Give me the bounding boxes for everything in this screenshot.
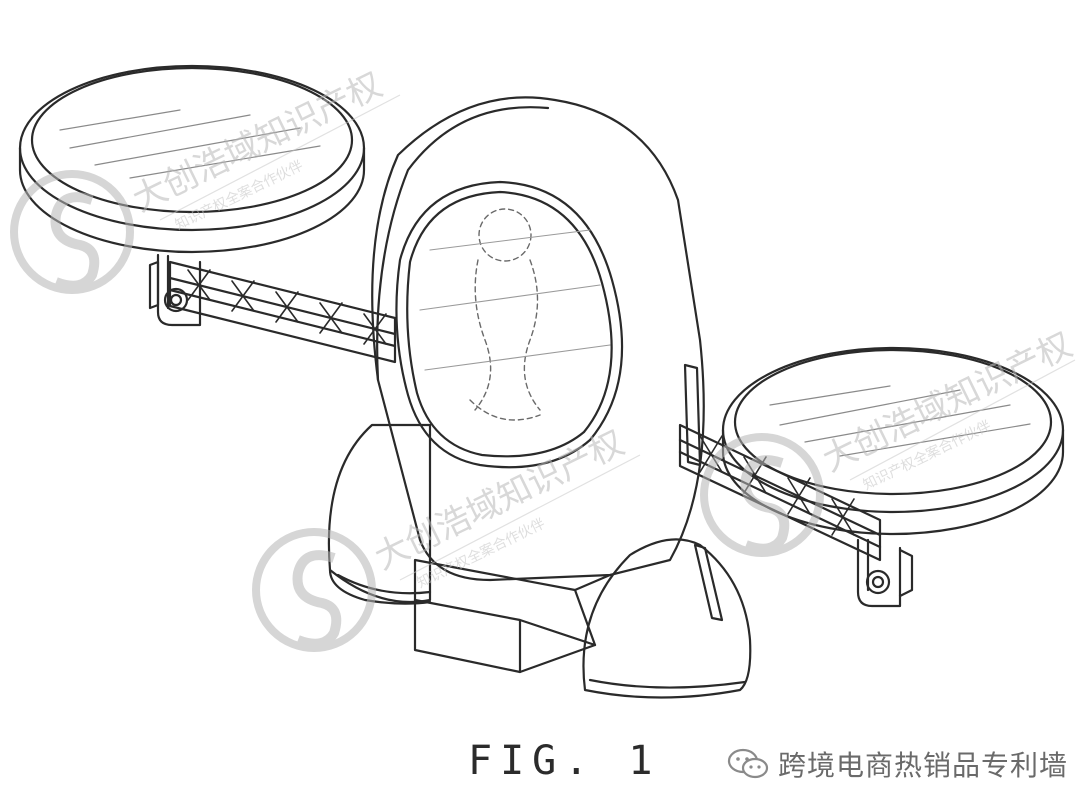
s-seal-logo-icon <box>700 433 824 557</box>
left-tray <box>18 64 366 254</box>
s-seal-logo-icon <box>252 528 376 652</box>
watermark-brand: 大创浩域知识产权 <box>126 65 388 220</box>
base-plate <box>413 558 612 674</box>
figure-caption: FIG. 1 <box>468 738 661 784</box>
watermark-brand: 大创浩域知识产权 <box>816 325 1078 480</box>
s-seal-logo-icon <box>10 170 134 294</box>
front-dome <box>582 538 752 699</box>
wechat-official-account-icon <box>727 748 769 779</box>
left-bracket <box>148 253 202 327</box>
account-name: 跨境电商热销品专利墙 <box>778 749 1069 782</box>
watermark-layer: 大创浩域知识产权 知识产权全案合作伙伴 大创浩域知识产权 知识产权全案合作伙伴 … <box>10 65 1078 652</box>
right-tray <box>721 346 1065 536</box>
right-bracket <box>856 538 914 608</box>
account-tag: 跨境电商热销品专利墙 <box>726 744 1068 784</box>
egg-body <box>371 96 705 582</box>
watermark-brand: 大创浩域知识产权 <box>368 423 630 578</box>
base-dome <box>327 423 432 605</box>
viewing-window <box>395 180 624 469</box>
